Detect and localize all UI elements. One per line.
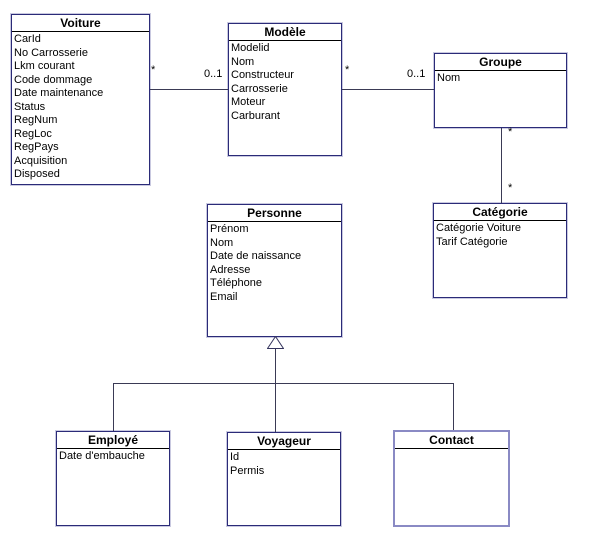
association-line-groupe-categorie[interactable] xyxy=(501,128,502,203)
multiplicity-label-modele-end: 0..1 xyxy=(204,68,223,80)
generalization-stem-line[interactable] xyxy=(275,349,276,384)
class-attribute: Catégorie Voiture xyxy=(436,222,521,234)
class-box-contact[interactable]: Contact xyxy=(393,430,510,527)
class-attribute: No Carrosserie xyxy=(14,46,88,59)
class-attribute: RegPays xyxy=(14,141,59,153)
class-attribute: RegLoc xyxy=(14,127,52,140)
class-attribute: Disposed xyxy=(14,168,60,180)
generalization-line-employe[interactable] xyxy=(113,384,114,431)
class-attribute: Nom xyxy=(437,72,461,84)
class-attribute: Id xyxy=(230,451,240,463)
class-attribute: Permis xyxy=(230,464,265,477)
class-attributes: Nom xyxy=(435,71,566,86)
multiplicity-label-modele-right-end: * xyxy=(345,64,350,76)
class-attribute: Acquisition xyxy=(14,154,68,167)
class-attribute: Prénom xyxy=(210,223,249,235)
class-title: Groupe xyxy=(435,54,566,71)
class-attribute: Nom xyxy=(210,236,234,249)
class-title: Modèle xyxy=(229,24,341,41)
class-attribute: CarId xyxy=(14,33,41,45)
generalization-bus-line[interactable] xyxy=(113,383,454,384)
class-title: Personne xyxy=(208,205,341,222)
multiplicity-label-voiture-end: * xyxy=(151,64,156,76)
class-attribute: Date d'embauche xyxy=(59,450,145,462)
class-attribute: Nom xyxy=(231,55,255,68)
multiplicity-label-groupe-end: 0..1 xyxy=(407,68,426,80)
class-box-employe[interactable]: Employé Date d'embauche xyxy=(56,431,170,526)
class-box-groupe[interactable]: Groupe Nom xyxy=(434,53,567,128)
class-attributes xyxy=(395,449,508,450)
class-title: Employé xyxy=(57,432,169,449)
class-title: Voyageur xyxy=(228,433,340,450)
class-attribute: Carrosserie xyxy=(231,82,288,95)
class-attribute: Date de naissance xyxy=(210,250,302,262)
class-attribute: Status xyxy=(14,100,46,113)
class-attribute: Constructeur xyxy=(231,69,294,81)
class-attribute: Date maintenance xyxy=(14,87,104,99)
class-attribute: Email xyxy=(210,290,238,303)
generalization-line-contact[interactable] xyxy=(453,384,454,430)
class-attribute: Tarif Catégorie xyxy=(436,235,508,248)
class-attribute: Modelid xyxy=(231,42,270,54)
class-attribute: Adresse xyxy=(210,263,251,276)
class-attribute: Moteur xyxy=(231,96,266,108)
class-attribute: Code dommage xyxy=(14,73,93,86)
multiplicity-label-categorie-end: * xyxy=(508,182,513,194)
class-title: Contact xyxy=(395,432,508,449)
class-title: Voiture xyxy=(12,15,149,32)
association-line-voiture-modele[interactable] xyxy=(150,89,228,90)
class-attributes: Date d'embauche xyxy=(57,449,169,464)
association-line-modele-groupe[interactable] xyxy=(342,89,434,90)
class-attribute: Carburant xyxy=(231,109,280,122)
generalization-line-voyageur[interactable] xyxy=(275,384,276,432)
class-attribute: Lkm courant xyxy=(14,60,75,72)
class-attribute: Téléphone xyxy=(210,277,262,289)
class-title: Catégorie xyxy=(434,204,566,221)
multiplicity-label-groupe-bottom-end: * xyxy=(508,126,513,138)
generalization-arrow-icon[interactable] xyxy=(267,336,284,349)
class-attribute: RegNum xyxy=(14,114,58,126)
